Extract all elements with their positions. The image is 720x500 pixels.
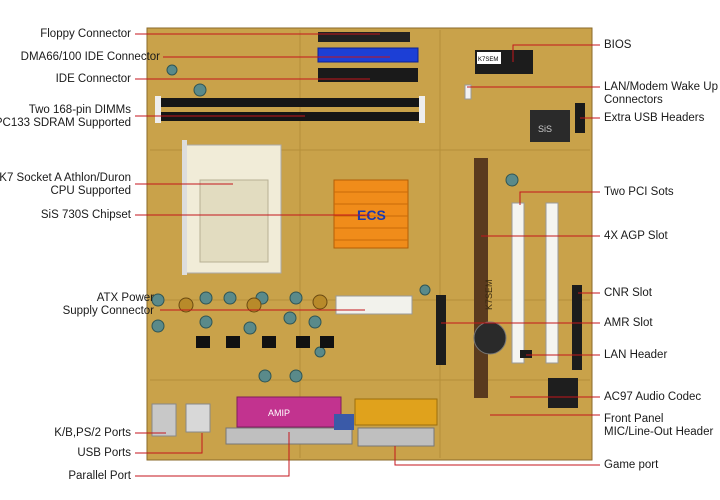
leader-lines: [135, 33, 600, 477]
label-usb-ports: USB Ports: [77, 447, 131, 459]
cnr-slot: [572, 285, 582, 370]
label-ac97-codec: AC97 Audio Codec: [604, 391, 702, 403]
label-extra-usb: Extra USB Headers: [604, 112, 705, 124]
label-parallel-port: Parallel Port: [68, 470, 131, 482]
label-cnr-slot: CNR Slot: [604, 287, 652, 299]
cpu-socket-grid: [199, 179, 269, 263]
chipset-logo: ECS: [357, 207, 386, 223]
wake-connector: [464, 84, 472, 100]
label-bios: BIOS: [604, 39, 632, 51]
audio-jacks: [334, 414, 354, 430]
game-port-base: [357, 427, 435, 447]
cmos-battery: [473, 321, 507, 355]
label-chipset: SiS 730S Chipset: [40, 209, 131, 221]
leader-parallel: [135, 432, 290, 477]
leader-bios: [512, 44, 600, 62]
capacitors: [151, 64, 519, 383]
dimm-slot-1: [160, 98, 420, 107]
ac97-codec: [548, 378, 578, 408]
label-ide100-connector: DMA66/100 IDE Connector: [20, 51, 160, 63]
chipset-heatsink: [333, 179, 409, 249]
leader-game: [394, 446, 600, 466]
game-port: [354, 398, 438, 426]
mosfets: [196, 336, 334, 348]
sis-chip: [530, 110, 570, 142]
leader-pci: [519, 191, 600, 205]
label-floppy-connector: Floppy Connector: [40, 28, 131, 40]
label-game-port: Game port: [604, 459, 659, 471]
bios-chip-text: K7SEM: [478, 57, 498, 63]
dimm-clip: [155, 96, 161, 123]
amr-slot: [436, 295, 446, 365]
label-kb-ps2: K/B,PS/2 Ports: [54, 427, 131, 439]
dimm-clip: [419, 96, 425, 123]
label-pci-slots: Two PCI Sots: [604, 186, 674, 198]
label-ide-connector: IDE Connector: [55, 73, 131, 85]
leader-usb: [135, 433, 203, 454]
agp-slot: [474, 158, 488, 398]
usb-ports: [185, 403, 211, 433]
atx-power-connector: [335, 295, 413, 315]
pci-slot-2: [545, 202, 559, 364]
parallel-port: [236, 396, 342, 428]
bios-label-sticker: [477, 52, 501, 64]
ide-connector: [318, 68, 418, 82]
ps2-ports: [151, 403, 177, 437]
heatsink-fins: [334, 191, 408, 241]
label-lan-header: LAN Header: [604, 349, 668, 361]
board-model-silk: K7SEM: [484, 279, 494, 310]
sis-chip-text: SiS: [538, 124, 552, 134]
pci-slot-1: [511, 202, 525, 364]
label-amr-slot: AMR Slot: [604, 317, 653, 329]
inductors: [178, 294, 328, 313]
label-agp-slot: 4X AGP Slot: [604, 230, 668, 242]
lan-header: [520, 350, 532, 358]
cpu-socket-lever: [182, 140, 187, 275]
parallel-silk: AMIP: [268, 408, 290, 418]
ide100-connector: [317, 47, 419, 63]
floppy-connector: [318, 32, 410, 42]
